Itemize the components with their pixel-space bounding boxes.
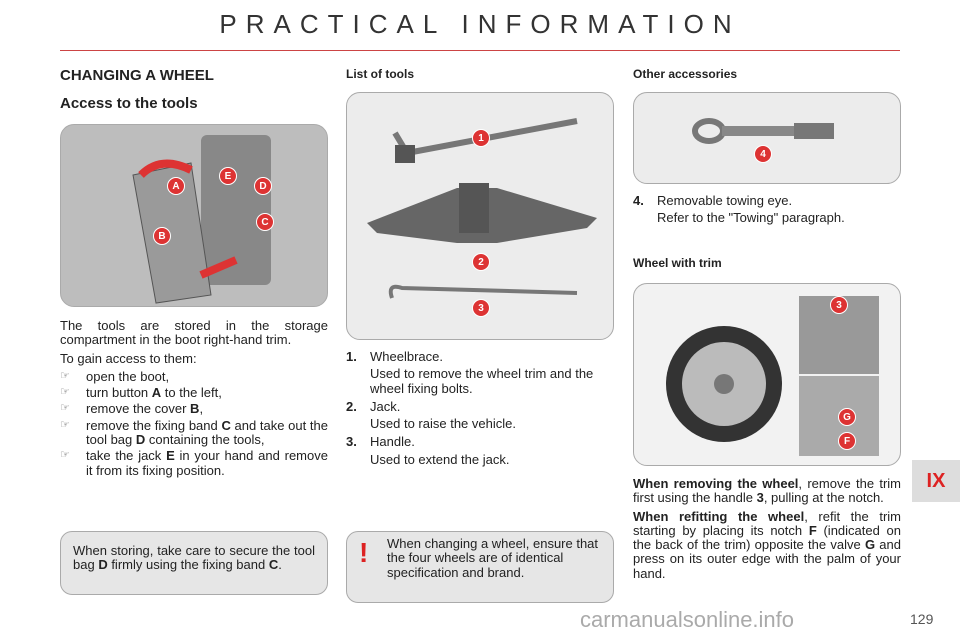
step-item: ☞take the jack E in your hand and remove… — [60, 448, 328, 478]
wheel-trim-illustration: 3 G F — [633, 283, 901, 466]
tools-illustration: 1 2 3 — [346, 92, 614, 340]
callout-c: C — [256, 213, 274, 231]
step-item: ☞remove the fixing band C and take out t… — [60, 417, 329, 448]
callout-e: E — [219, 167, 237, 185]
towing-eye-illustration: 4 — [633, 92, 901, 184]
step-item: ☞turn button A to the left, — [60, 385, 222, 401]
boot-trim-illustration: A B C D E — [60, 124, 328, 307]
access-lead: To gain access to them: — [60, 350, 197, 366]
tool-description: Used to remove the wheel trim and the wh… — [370, 366, 594, 396]
tool-item: 3.Handle. — [346, 434, 415, 450]
step-item: ☞open the boot, — [60, 368, 170, 384]
callout-1: 1 — [472, 129, 490, 147]
title-divider — [60, 50, 900, 51]
chapter-tab[interactable]: IX — [912, 460, 960, 502]
trim-instructions: When removing the wheel, remove the trim… — [633, 476, 902, 585]
tool-description: Used to raise the vehicle. — [370, 416, 516, 432]
callout-d: D — [254, 177, 272, 195]
towing-eye-drawing — [692, 118, 834, 144]
removing-text: When removing the wheel, remove the trim… — [633, 476, 902, 506]
section-heading: CHANGING A WHEEL — [60, 67, 214, 84]
accessory-item: 4.Removable towing eye. Refer to the "To… — [633, 193, 845, 226]
pointing-hand-icon: ☞ — [60, 418, 70, 431]
tool-item: 1.Wheelbrace. — [346, 349, 443, 364]
storage-note: When storing, take care to secure the to… — [60, 531, 328, 595]
warning-note: ! When changing a wheel, ensure that the… — [346, 531, 614, 603]
refitting-text: When refitting the wheel, refit the trim… — [633, 508, 901, 581]
tool-item: 2.Jack. — [346, 398, 401, 414]
callout-a: A — [167, 177, 185, 195]
watermark: carmanualsonline.info — [580, 607, 795, 632]
subsection-heading: Access to the tools — [60, 95, 198, 112]
step-item: ☞remove the cover B, — [60, 401, 204, 417]
access-instructions: The tools are stored in the storage comp… — [60, 318, 329, 480]
tools-heading: List of tools — [346, 67, 414, 81]
callout-f: F — [838, 432, 856, 450]
tool-description: Used to extend the jack. — [370, 451, 510, 467]
warning-icon: ! — [359, 537, 369, 568]
pointing-hand-icon: ☞ — [60, 386, 70, 399]
callout-b: B — [153, 227, 171, 245]
intro-text: The tools are stored in the storage comp… — [60, 318, 328, 348]
callout-3: 3 — [472, 299, 490, 317]
callout-g: G — [838, 408, 856, 426]
callout-2: 2 — [472, 253, 490, 271]
pointing-hand-icon: ☞ — [60, 369, 70, 382]
tools-drawing — [367, 118, 597, 299]
trim-heading: Wheel with trim — [633, 256, 722, 270]
callout-4: 4 — [754, 145, 772, 163]
tools-list: 1.Wheelbrace. Used to remove the wheel t… — [346, 349, 616, 471]
boot-trim-drawing — [132, 135, 271, 304]
pointing-hand-icon: ☞ — [60, 402, 70, 415]
page-title: PRACTICAL INFORMATION — [219, 9, 741, 39]
accessories-heading: Other accessories — [633, 67, 738, 81]
callout-3-trim: 3 — [830, 296, 848, 314]
page-number: 129 — [910, 611, 934, 627]
pointing-hand-icon: ☞ — [60, 449, 70, 462]
wheel-trim-drawing — [666, 296, 879, 456]
